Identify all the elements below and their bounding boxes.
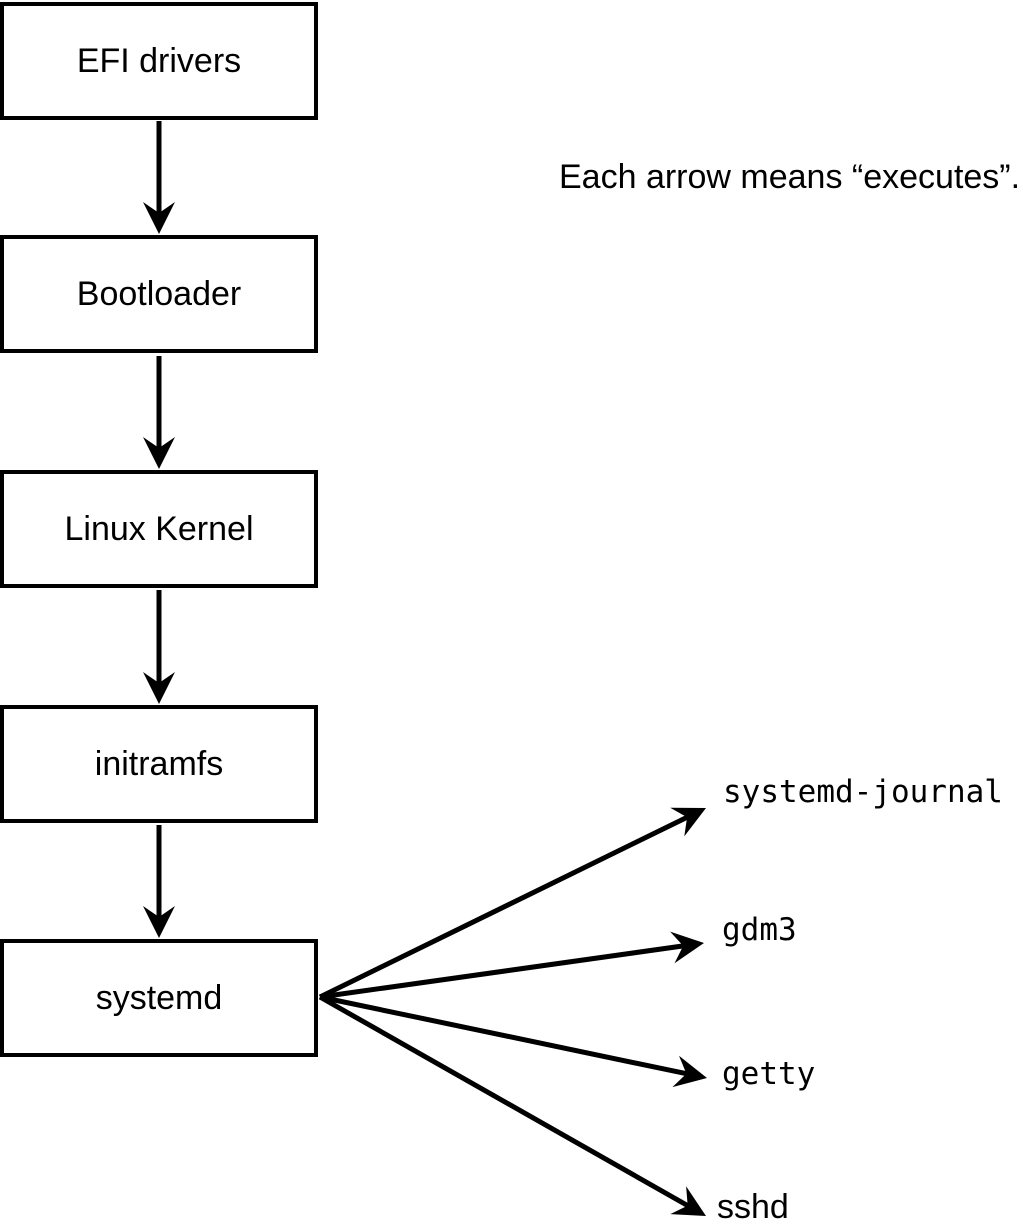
box-linux-kernel: Linux Kernel (0, 470, 318, 588)
label-gdm3: gdm3 (722, 912, 797, 948)
arrow-systemd-to-systemd-journal (318, 807, 706, 1000)
box-systemd-label: systemd (95, 979, 223, 1017)
arrow-systemd-to-gdm3 (319, 931, 704, 1000)
box-efi-drivers: EFI drivers (0, 2, 318, 120)
label-getty: getty (722, 1056, 816, 1092)
arrow-systemd-to-getty (319, 994, 707, 1088)
annotation-arrow-meaning: Each arrow means “executes”. (559, 158, 1021, 196)
arrow-bootloader-to-linux-kernel (143, 356, 175, 469)
box-linux-kernel-label: Linux Kernel (64, 510, 254, 548)
label-systemd-journal: systemd-journal (723, 774, 1003, 810)
arrow-initramfs-to-systemd (143, 825, 175, 938)
box-initramfs: initramfs (0, 705, 318, 823)
arrow-linux-kernel-to-initramfs (143, 590, 175, 704)
arrow-systemd-to-sshd (318, 994, 706, 1216)
box-bootloader: Bootloader (0, 235, 318, 353)
arrow-efi-drivers-to-bootloader (143, 121, 175, 234)
box-bootloader-label: Bootloader (76, 275, 242, 313)
box-initramfs-label: initramfs (94, 745, 224, 783)
box-efi-drivers-label: EFI drivers (76, 42, 242, 80)
label-sshd: sshd (717, 1188, 789, 1226)
box-systemd: systemd (0, 939, 318, 1057)
